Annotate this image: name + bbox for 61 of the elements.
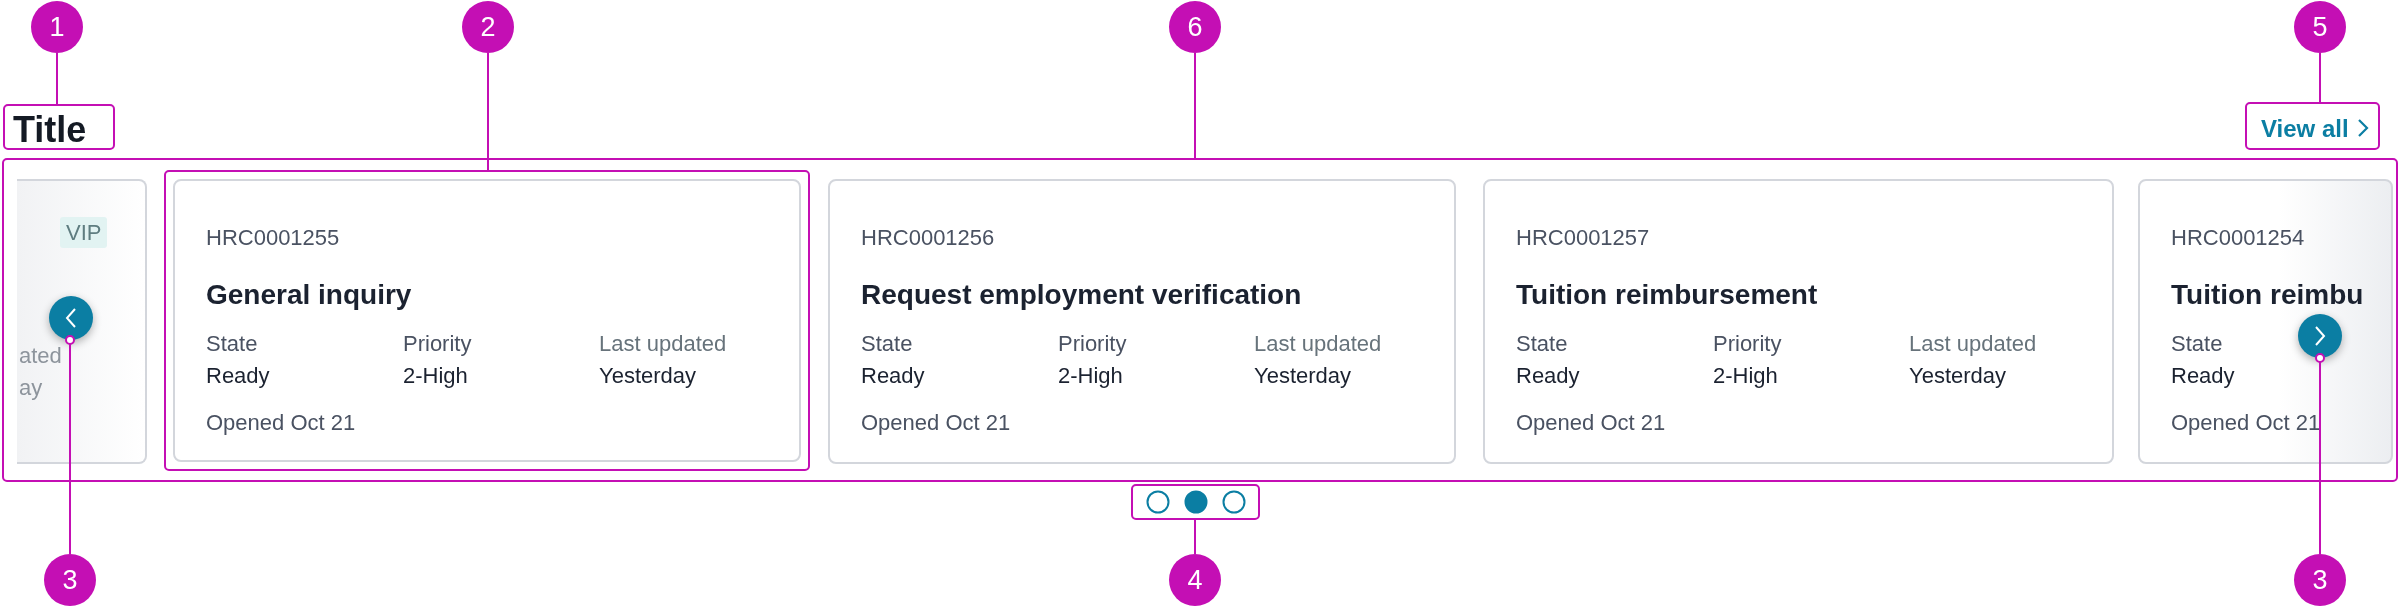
field-label: State — [2171, 331, 2223, 357]
case-number: HRC0001256 — [861, 225, 995, 251]
opened-date: Opened Oct 21 — [1516, 410, 1666, 436]
view-all-link: View all — [2261, 115, 2349, 143]
leader-line — [487, 52, 489, 171]
field-label: State — [206, 331, 258, 357]
callout-number: 2 — [462, 1, 514, 53]
field-label: State — [861, 331, 913, 357]
field-value: Ready — [861, 363, 925, 389]
card-title: General inquiry — [206, 279, 412, 312]
case-number: HRC0001254 — [2171, 225, 2305, 251]
field-value: 2-High — [1713, 363, 1778, 389]
field-label: Last updated — [599, 331, 727, 357]
callout-number: 1 — [31, 1, 83, 53]
leader-line — [2319, 52, 2321, 103]
status-badge: VIP — [60, 217, 108, 249]
card-title: Tuition reimbu — [2171, 279, 2364, 312]
case-card — [828, 179, 1456, 464]
case-number: HRC0001255 — [206, 225, 340, 251]
field-value: Yesterday — [1909, 363, 2007, 389]
highlight-outline — [1131, 484, 1260, 520]
field-value: Ready — [1516, 363, 1580, 389]
field-label: Last updated — [1909, 331, 2037, 357]
highlight-outline — [2, 158, 2398, 482]
field-label: Last updated — [1254, 331, 1382, 357]
callout-number: 4 — [1169, 554, 1221, 606]
field-label: State — [1516, 331, 1568, 357]
next-button — [2298, 314, 2342, 358]
case-card — [2138, 179, 2393, 464]
field-label: Priority — [1058, 331, 1127, 357]
opened-date: Opened Oct 21 — [861, 410, 1011, 436]
opened-date: Opened Oct 21 — [2171, 410, 2321, 436]
case-card — [1483, 179, 2114, 464]
leader-line — [1194, 52, 1196, 159]
opened-date: Opened Oct 21 — [206, 410, 356, 436]
field-value: Yesterday — [599, 363, 697, 389]
field-label: Priority — [403, 331, 472, 357]
card-title: Tuition reimbursement — [1516, 279, 1818, 312]
callout-number: 5 — [2294, 1, 2346, 53]
field-value: 2-High — [1058, 363, 1123, 389]
faded-text: ay — [19, 375, 43, 401]
leader-line — [65, 335, 75, 555]
highlight-outline — [3, 104, 115, 150]
callout-number: 3 — [2294, 554, 2346, 606]
previous-button — [49, 296, 93, 340]
callout-number: 3 — [44, 554, 96, 606]
card-title: Request employment verification — [861, 279, 1302, 312]
field-value: 2-High — [403, 363, 468, 389]
leader-line — [2315, 353, 2325, 555]
case-number: HRC0001257 — [1516, 225, 1650, 251]
section-title: Title — [13, 109, 87, 151]
field-label: Priority — [1713, 331, 1782, 357]
case-card — [17, 179, 147, 464]
highlight-outline — [2245, 102, 2380, 150]
leader-line — [56, 52, 58, 105]
field-value: Ready — [2171, 363, 2235, 389]
faded-text: ated — [19, 343, 62, 369]
callout-number: 6 — [1169, 1, 1221, 53]
field-value: Ready — [206, 363, 270, 389]
field-value: Yesterday — [1254, 363, 1352, 389]
leader-line — [1194, 519, 1196, 555]
